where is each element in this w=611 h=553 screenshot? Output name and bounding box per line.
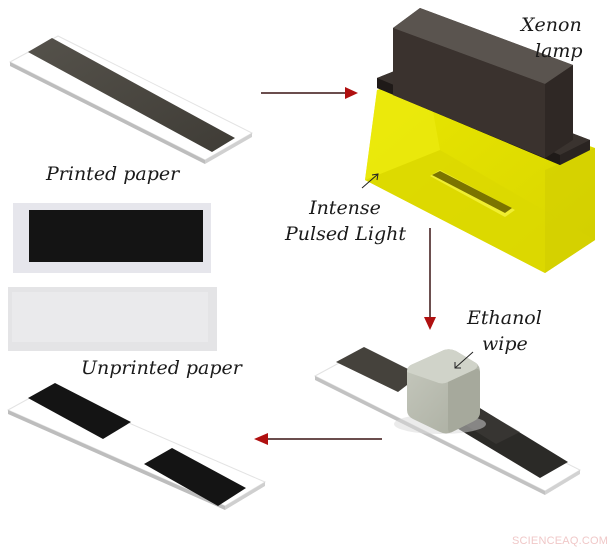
printed-ink-area <box>29 210 203 262</box>
label-lamp: lamp <box>535 40 583 62</box>
printed-paper-sheet <box>8 35 254 164</box>
wipe-pointer <box>454 351 474 369</box>
label-ipl-line1: Intense <box>309 197 381 219</box>
arrow-right <box>261 87 358 99</box>
label-wipe: wipe <box>482 333 528 355</box>
label-unprinted-paper: Unprinted paper <box>81 357 242 379</box>
ink-strip <box>28 38 235 152</box>
lamp-top <box>393 8 573 84</box>
ethanol-wipe-cube <box>394 349 486 434</box>
xenon-lamp-assembly <box>365 8 595 273</box>
watermark: SCIENCEAQ.COM <box>512 535 609 547</box>
photo-printed-sample <box>13 203 211 273</box>
arrow-left <box>254 433 382 445</box>
remaining-ink-block-2 <box>144 448 246 506</box>
final-paper-sheet <box>6 383 267 510</box>
paper-slot <box>432 171 512 213</box>
label-ipl-line2: Pulsed Light <box>285 223 407 245</box>
ipl-pointer <box>361 173 379 189</box>
remaining-ink-block-1 <box>28 383 131 439</box>
ink-strip-left <box>336 347 420 392</box>
arrow-down <box>424 228 436 330</box>
label-ethanol: Ethanol <box>467 307 542 329</box>
photo-unprinted-sample <box>8 287 217 351</box>
label-xenon: Xenon <box>521 14 582 36</box>
label-printed-paper: Printed paper <box>46 163 180 185</box>
